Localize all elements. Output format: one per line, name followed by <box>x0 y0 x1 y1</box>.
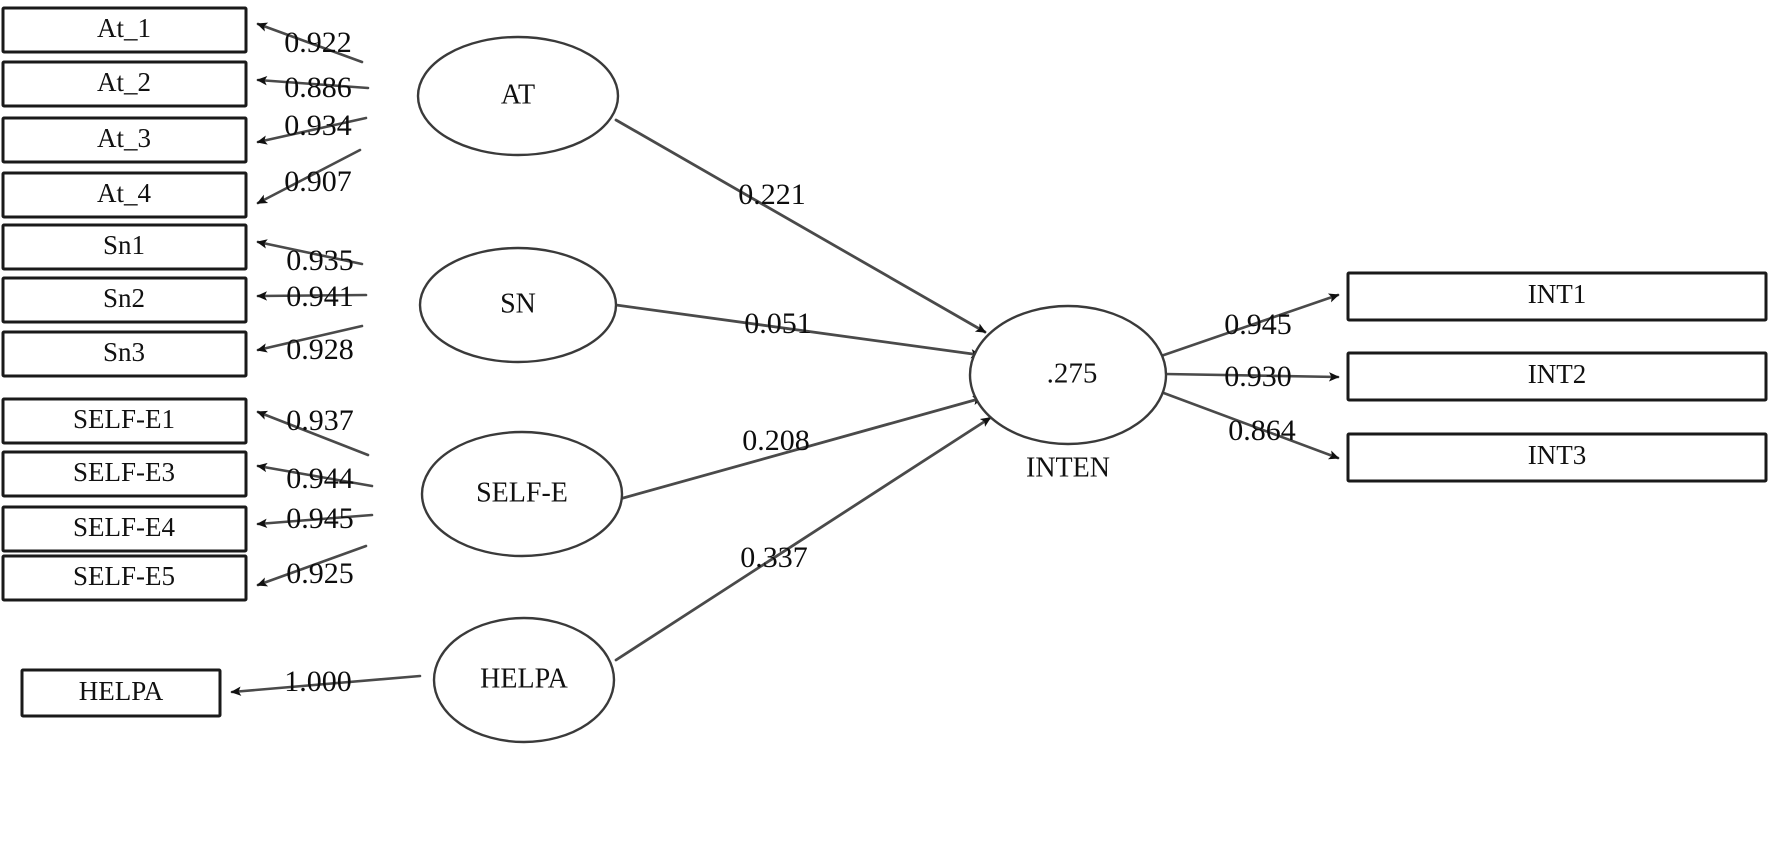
loading-selfe3: 0.944 <box>286 462 354 495</box>
indicator-label-at2: At_2 <box>97 67 151 97</box>
indicator-label-selfe4: SELF-E4 <box>73 512 176 542</box>
measurement-paths-inten <box>1159 293 1340 460</box>
path-coef-at-inten: 0.221 <box>738 178 806 211</box>
latent-selfe: SELF-E <box>420 430 624 558</box>
indicator-box-selfe4: SELF-E4 <box>1 505 248 553</box>
latent-label-helpa: HELPA <box>480 663 568 694</box>
structural-coefficient-labels: 0.221 0.051 0.208 0.337 <box>738 178 812 574</box>
loading-int3: 0.864 <box>1228 414 1296 447</box>
latent-label-sn: SN <box>500 288 536 319</box>
latent-sn: SN <box>418 246 618 364</box>
indicator-label-sn3: Sn3 <box>103 337 145 367</box>
path-coef-selfe-inten: 0.208 <box>742 424 810 457</box>
indicator-box-selfe3: SELF-E3 <box>1 450 248 498</box>
loading-at3: 0.934 <box>284 109 352 142</box>
loading-sn1: 0.935 <box>286 244 354 277</box>
indicator-box-helpa: HELPA <box>20 668 222 718</box>
indicator-label-selfe5: SELF-E5 <box>73 561 175 591</box>
loading-selfe4: 0.945 <box>286 502 354 535</box>
latent-at: AT <box>416 35 620 157</box>
latent-variables: AT SN SELF-E HELPA .275 INTEN <box>416 35 1168 744</box>
path-coef-helpa-inten: 0.337 <box>740 541 808 574</box>
indicator-box-int3: INT3 <box>1346 432 1768 483</box>
measurement-paths-at <box>256 22 370 205</box>
indicator-label-selfe3: SELF-E3 <box>73 457 175 487</box>
indicator-label-at3: At_3 <box>97 123 151 153</box>
indicator-box-at2: At_2 <box>1 60 248 108</box>
indicator-label-int1: INT1 <box>1528 279 1586 309</box>
indicator-boxes-right: INT1 INT2 INT3 <box>1346 271 1768 483</box>
measurement-paths-sn <box>256 239 368 353</box>
indicator-box-sn3: Sn3 <box>1 330 248 378</box>
loading-selfe1: 0.937 <box>286 404 354 437</box>
measurement-paths-helpa <box>230 674 422 696</box>
latent-label-selfe: SELF-E <box>476 477 568 508</box>
indicator-label-at1: At_1 <box>97 13 151 43</box>
indicator-box-sn1: Sn1 <box>1 223 248 271</box>
path-coef-sn-inten: 0.051 <box>744 307 812 340</box>
indicator-label-helpa: HELPA <box>79 676 164 706</box>
loading-at1: 0.922 <box>284 26 352 59</box>
latent-inten: .275 INTEN <box>968 304 1168 483</box>
inten-r2-value: .275 <box>1047 358 1098 390</box>
indicator-box-at3: At_3 <box>1 116 248 164</box>
indicator-label-at4: At_4 <box>97 178 152 208</box>
latent-label-inten: INTEN <box>1026 452 1110 483</box>
latent-helpa: HELPA <box>432 616 616 744</box>
indicator-box-selfe5: SELF-E5 <box>1 554 248 602</box>
indicator-label-sn1: Sn1 <box>103 230 145 260</box>
loading-int1: 0.945 <box>1224 308 1292 341</box>
latent-label-at: AT <box>501 79 535 110</box>
indicator-label-sn2: Sn2 <box>103 283 145 313</box>
loading-sn2: 0.941 <box>286 280 354 313</box>
indicator-box-at4: At_4 <box>1 171 248 219</box>
structural-paths <box>614 118 992 662</box>
indicator-box-sn2: Sn2 <box>1 276 248 324</box>
loading-at4: 0.907 <box>284 165 352 198</box>
indicator-label-int3: INT3 <box>1528 440 1586 470</box>
loading-int2: 0.930 <box>1224 360 1292 393</box>
loading-helpa: 1.000 <box>284 665 352 698</box>
indicator-label-selfe1: SELF-E1 <box>73 404 175 434</box>
indicator-boxes-left: At_1 At_2 At_3 At_4 Sn1 Sn2 <box>1 6 248 718</box>
loading-at2: 0.886 <box>284 71 352 104</box>
indicator-label-int2: INT2 <box>1528 359 1586 389</box>
indicator-box-int2: INT2 <box>1346 351 1768 402</box>
loading-selfe5: 0.925 <box>286 557 354 590</box>
indicator-box-at1: At_1 <box>1 6 248 54</box>
loading-sn3: 0.928 <box>286 333 354 366</box>
loading-labels: 0.922 0.886 0.934 0.907 0.935 0.941 0.92… <box>284 26 1296 698</box>
indicator-box-int1: INT1 <box>1346 271 1768 322</box>
indicator-box-selfe1: SELF-E1 <box>1 397 248 445</box>
measurement-paths-selfe <box>256 410 374 587</box>
